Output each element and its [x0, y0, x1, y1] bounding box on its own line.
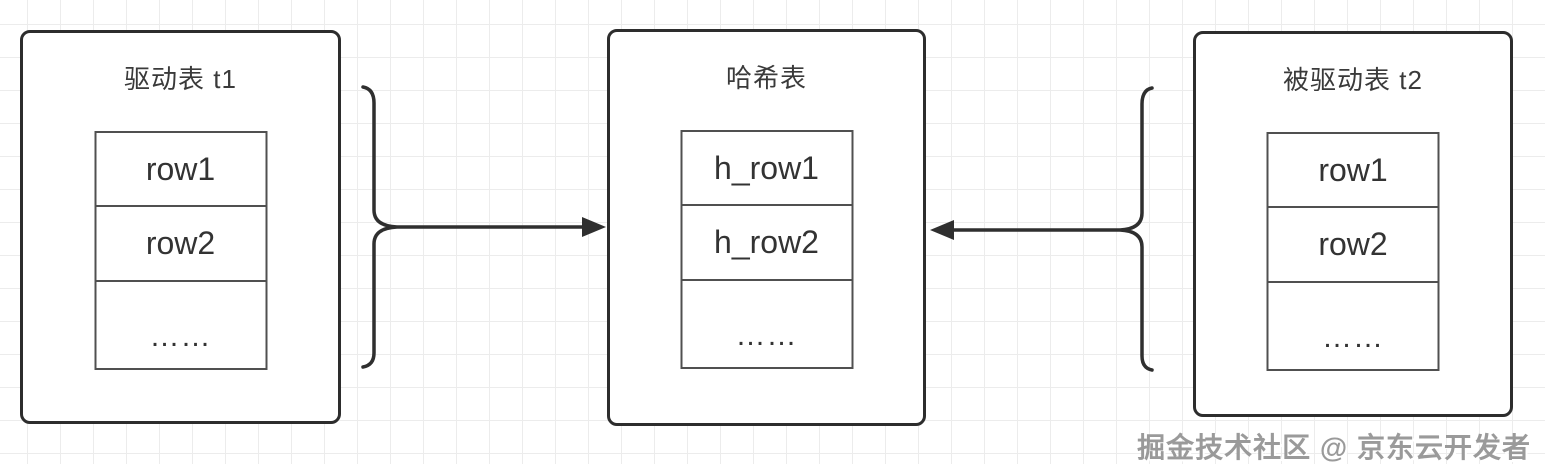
left-brace [361, 85, 398, 369]
inner-table-hash: h_row1 h_row2 …… [680, 130, 853, 369]
table-row-ellipsis: …… [735, 318, 798, 352]
table-row-ellipsis: …… [149, 319, 212, 353]
table-row: row2 [96, 207, 265, 282]
table-row: h_row1 [682, 132, 851, 207]
table-title-t2: 被驱动表 t2 [1283, 65, 1423, 95]
table-row-ellipsis: …… [1322, 320, 1384, 354]
arrowhead-right-icon [582, 217, 606, 237]
right-brace [1119, 86, 1154, 372]
table-box-t2: 被驱动表 t2 row1 row2 …… [1193, 31, 1513, 417]
inner-table-t1: row1 row2 …… [94, 131, 267, 370]
watermark: 掘金技术社区 @ 京东云开发者 [1137, 432, 1531, 463]
arrowhead-left-icon [930, 220, 954, 240]
inner-table-t2: row1 row2 …… [1266, 132, 1440, 371]
table-title-t1: 驱动表 t1 [124, 64, 237, 94]
table-row: h_row2 [682, 206, 851, 281]
table-box-hash: 哈希表 h_row1 h_row2 …… [607, 29, 926, 426]
table-box-t1: 驱动表 t1 row1 row2 …… [20, 30, 341, 424]
table-row: row2 [1268, 208, 1438, 283]
table-row: row1 [1268, 134, 1438, 209]
table-title-hash: 哈希表 [725, 63, 807, 93]
table-row: row1 [96, 133, 265, 208]
